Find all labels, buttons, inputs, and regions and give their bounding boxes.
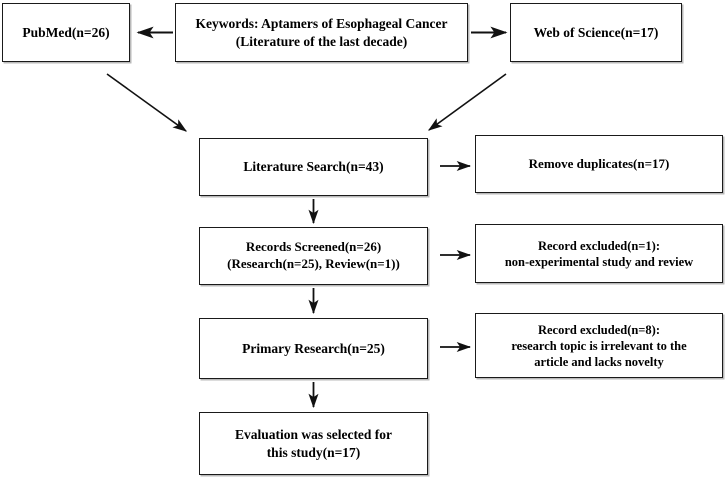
node-literature-search-label: Literature Search(n=43) xyxy=(243,159,384,175)
node-keywords-label: Keywords: Aptamers of Esophageal Cancer … xyxy=(195,16,448,49)
node-evaluation-selected: Evaluation was selected for this study(n… xyxy=(199,412,428,475)
node-primary-research-label: Primary Research(n=25) xyxy=(242,340,385,356)
node-remove-duplicates: Remove duplicates(n=17) xyxy=(475,135,723,193)
node-record-excluded-1-label: Record excluded(n=1): non-experimental s… xyxy=(504,238,694,269)
node-web-of-science-label: Web of Science(n=17) xyxy=(533,24,659,40)
node-remove-duplicates-label: Remove duplicates(n=17) xyxy=(528,155,670,171)
node-web-of-science: Web of Science(n=17) xyxy=(510,3,682,62)
node-record-excluded-8-label: Record excluded(n=8): research topic is … xyxy=(511,322,687,369)
node-record-excluded-8: Record excluded(n=8): research topic is … xyxy=(475,313,723,378)
node-records-screened: Records Screened(n=26) (Research(n=25), … xyxy=(199,227,428,285)
node-literature-search: Literature Search(n=43) xyxy=(199,138,428,196)
node-primary-research: Primary Research(n=25) xyxy=(199,318,428,379)
node-records-screened-label: Records Screened(n=26) (Research(n=25), … xyxy=(227,239,400,271)
node-pubmed-label: PubMed(n=26) xyxy=(22,24,110,40)
edge-pubmed-to-literature-search xyxy=(106,73,188,132)
edge-web-of-science-to-literature-search xyxy=(427,73,507,131)
node-record-excluded-1: Record excluded(n=1): non-experimental s… xyxy=(475,224,723,283)
node-evaluation-selected-label: Evaluation was selected for this study(n… xyxy=(234,427,393,460)
node-pubmed: PubMed(n=26) xyxy=(2,3,130,62)
node-keywords: Keywords: Aptamers of Esophageal Cancer … xyxy=(175,3,468,62)
